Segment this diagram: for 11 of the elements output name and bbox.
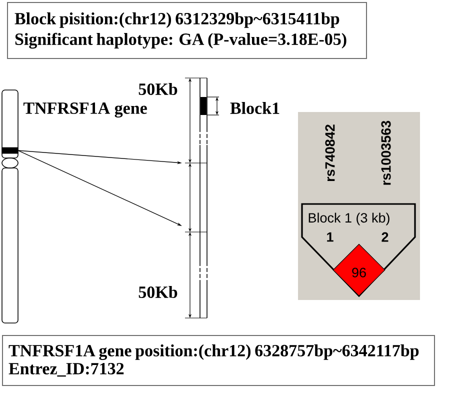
gene-label: TNFRSF1A gene <box>23 102 147 118</box>
gene-band <box>2 147 18 154</box>
block-label: Block1 <box>230 102 280 114</box>
scale-label: 50Kb <box>138 83 178 95</box>
scale-label: 50Kb <box>138 286 178 298</box>
info-box: Block pisition:(chr12) 6312329bp~6315411bp Significant haplotype: GA (P-value=3.18E-05) <box>7 2 367 59</box>
info-box: TNFRSF1A gene position:(chr12) 6328757bp~6342117bp Entrez_ID:7132 <box>2 335 435 386</box>
snp-label: rs1003563 <box>381 120 391 185</box>
snp-label: rs740842 <box>325 124 335 182</box>
marker-number: 1 <box>327 232 334 242</box>
marker-number: 2 <box>382 232 388 242</box>
